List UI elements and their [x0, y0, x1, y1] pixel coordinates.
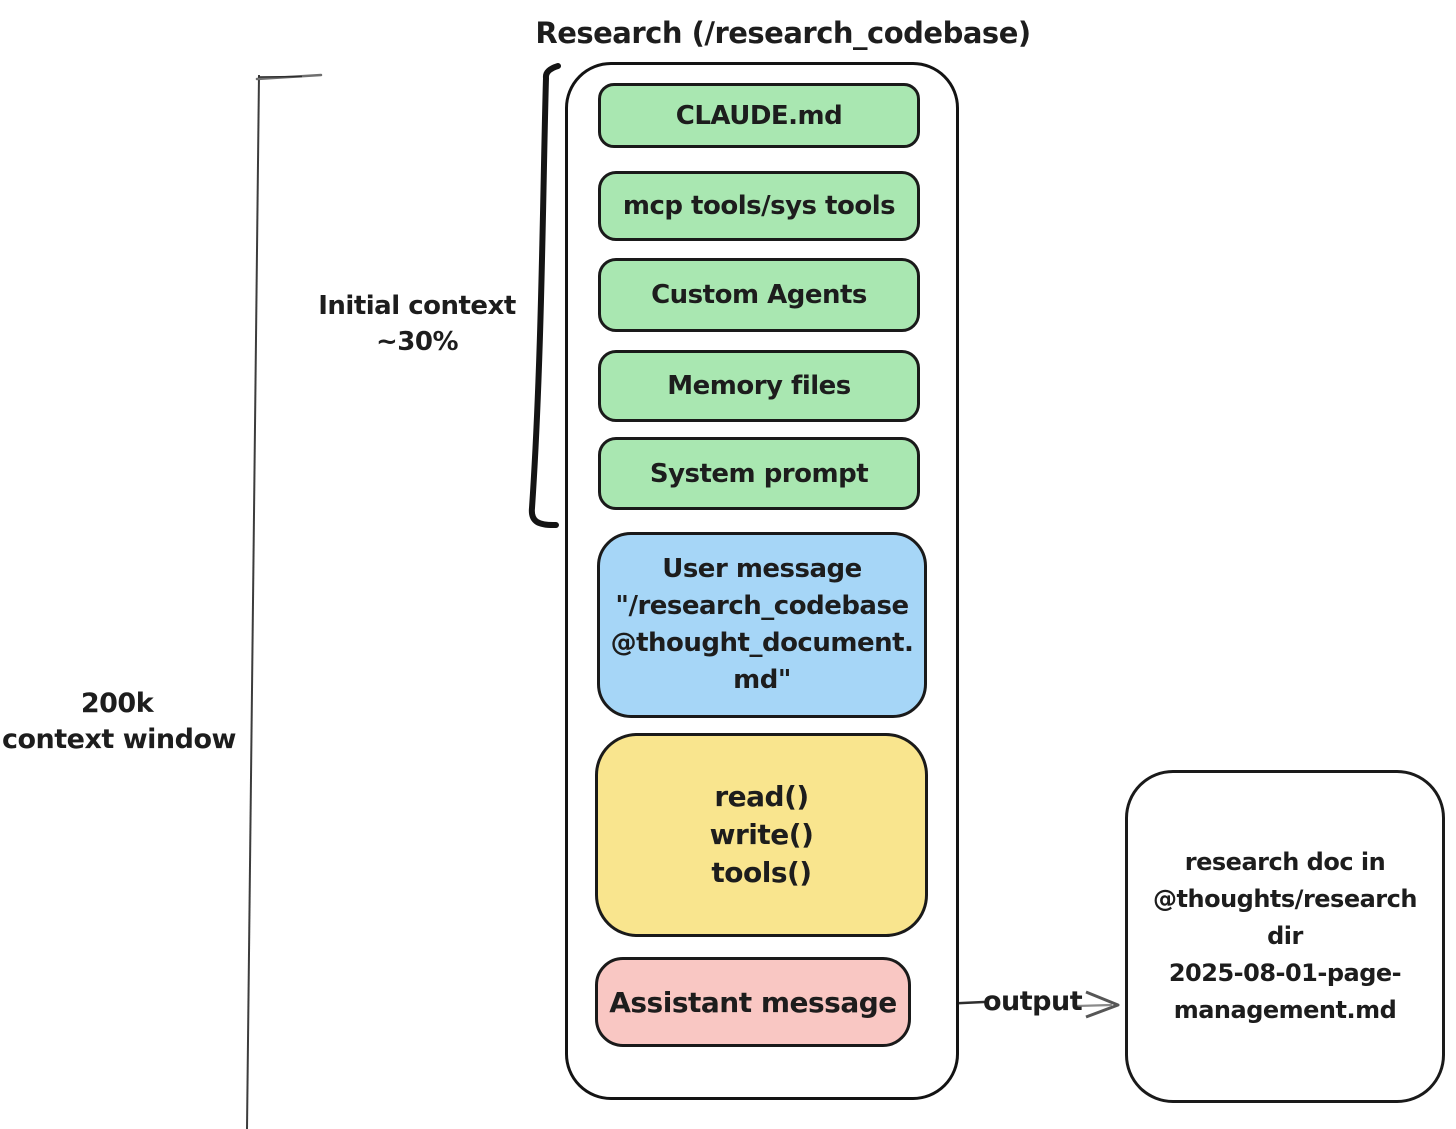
initial-context-label-line2: ~30%: [375, 327, 459, 357]
box-mcp-sys-tools-label: mcp tools/sys tools: [622, 191, 896, 221]
tool-call-line: write(): [709, 818, 814, 851]
result-box-line: dir: [1267, 922, 1303, 950]
assistant-message-label: Assistant message: [609, 985, 897, 1019]
context-window-label-line1: 200k: [80, 688, 154, 719]
box-system-prompt: System prompt: [598, 437, 920, 510]
box-mcp-sys-tools: mcp tools/sys tools: [598, 171, 920, 241]
diagram-title: Research (/research_codebase): [535, 16, 1031, 50]
initial-context-label-line1: Initial context: [318, 291, 516, 321]
box-claude-md-label: CLAUDE.md: [675, 100, 843, 131]
result-box-line: 2025-08-01-page-: [1168, 959, 1402, 987]
result-box-line: management.md: [1173, 996, 1397, 1024]
result-box-line: research doc in: [1184, 848, 1386, 876]
box-assistant-message: Assistant message: [595, 957, 911, 1047]
output-arrow-label: output: [983, 986, 1083, 1017]
context-window-label-line2: context window: [2, 724, 236, 755]
box-system-prompt-label: System prompt: [649, 458, 869, 489]
box-memory-files: Memory files: [598, 350, 920, 422]
tool-call-line: read(): [714, 780, 809, 813]
tool-call-line: tools(): [711, 856, 812, 889]
user-message-line: @thought_document.: [610, 628, 914, 658]
output-arrow-head: [1085, 990, 1120, 1019]
user-message-line: User message: [662, 554, 862, 584]
box-memory-files-label: Memory files: [667, 371, 851, 401]
box-user-message: User message "/research_codebase @though…: [597, 532, 927, 718]
box-claude-md: CLAUDE.md: [598, 83, 920, 148]
context-window-label: 200k context window: [2, 686, 236, 758]
box-tool-calls: read() write() tools(): [595, 733, 928, 937]
result-box-line: @thoughts/research: [1153, 885, 1417, 913]
box-custom-agents-label: Custom Agents: [651, 280, 867, 310]
user-message-line: md": [733, 665, 791, 695]
initial-context-label: Initial context ~30%: [303, 288, 531, 360]
context-window-scale-line: [246, 74, 260, 1129]
output-result-box: research doc in @thoughts/research dir 2…: [1125, 770, 1445, 1103]
scale-top-tick: [255, 73, 323, 81]
initial-context-bracket: [528, 63, 561, 529]
user-message-line: "/research_codebase: [615, 591, 909, 621]
box-custom-agents: Custom Agents: [598, 258, 920, 332]
scale-top-tick-overdraw: [257, 75, 303, 78]
